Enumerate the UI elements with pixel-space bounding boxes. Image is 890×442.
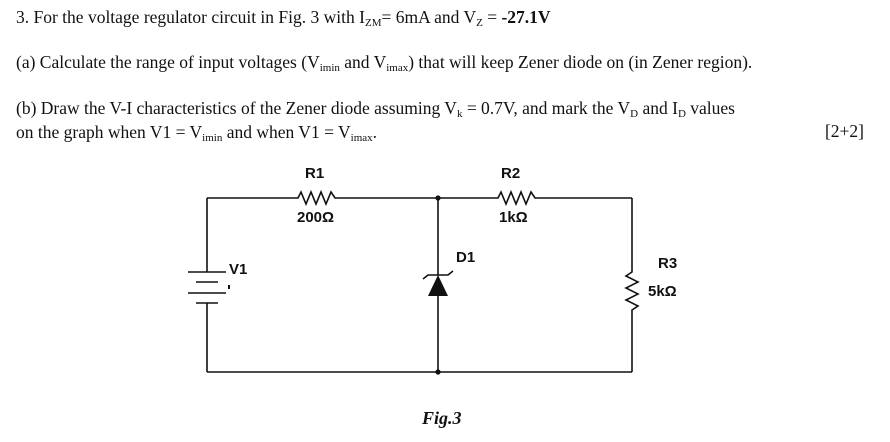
part-b-text: = 0.7V, and mark the V — [462, 98, 631, 118]
question-part-a: (a) Calculate the range of input voltage… — [16, 51, 752, 79]
vz-subscript: Z — [476, 17, 483, 29]
d1-name-label: D1 — [456, 249, 475, 266]
question-part-b-line-1: (b) Draw the V-I characteristics of the … — [16, 97, 735, 125]
r2-resistor — [494, 189, 546, 207]
r2-name-label: R2 — [501, 165, 520, 182]
part-a-text: ) that will keep Zener diode on (in Zene… — [408, 52, 753, 72]
r3-resistor — [624, 268, 640, 314]
battery-mark — [228, 285, 230, 289]
r3-value-label: 5kΩ — [648, 283, 677, 300]
part-a-text: (a) Calculate the range of input voltage… — [16, 52, 320, 72]
vz-value: -27.1V — [501, 7, 551, 27]
imax-subscript: imax — [386, 62, 409, 74]
k-subscript: k — [456, 108, 463, 120]
r1-value-label: 200Ω — [297, 209, 334, 226]
imin-subscript: imin — [202, 132, 223, 144]
r1-resistor — [294, 189, 346, 207]
question-text: = 6mA and V — [381, 7, 477, 27]
part-b-text: values — [685, 98, 735, 118]
imin-subscript: imin — [319, 62, 340, 74]
equals-sign: = — [482, 7, 502, 27]
question-part-b-line-2: on the graph when V1 = Vimin and when V1… — [16, 121, 377, 149]
question-line-1: 3. For the voltage regulator circuit in … — [16, 6, 551, 34]
d-subscript: D — [630, 108, 639, 120]
d-subscript: D — [677, 108, 686, 120]
part-b-text: and when V1 = V — [222, 122, 351, 142]
v1-name-label: V1 — [229, 261, 247, 278]
marks-allocation: [2+2] — [824, 121, 864, 141]
izm-subscript: ZM — [364, 17, 382, 29]
r1-name-label: R1 — [305, 165, 324, 182]
question-text: 3. For the voltage regulator circuit in … — [16, 7, 365, 27]
zener-diode-icon — [422, 270, 454, 296]
junction-dot — [435, 369, 441, 375]
imax-subscript: imax — [350, 132, 373, 144]
r3-name-label: R3 — [658, 255, 677, 272]
part-b-text: (b) Draw the V-I characteristics of the … — [16, 98, 457, 118]
figure-caption: Fig.3 — [422, 408, 462, 428]
part-a-text: and V — [339, 52, 387, 72]
part-b-text: on the graph when V1 = V — [16, 122, 203, 142]
junction-dot — [435, 195, 441, 201]
r2-value-label: 1kΩ — [499, 209, 528, 226]
part-b-text: and I — [638, 98, 678, 118]
part-b-text: . — [372, 122, 378, 142]
